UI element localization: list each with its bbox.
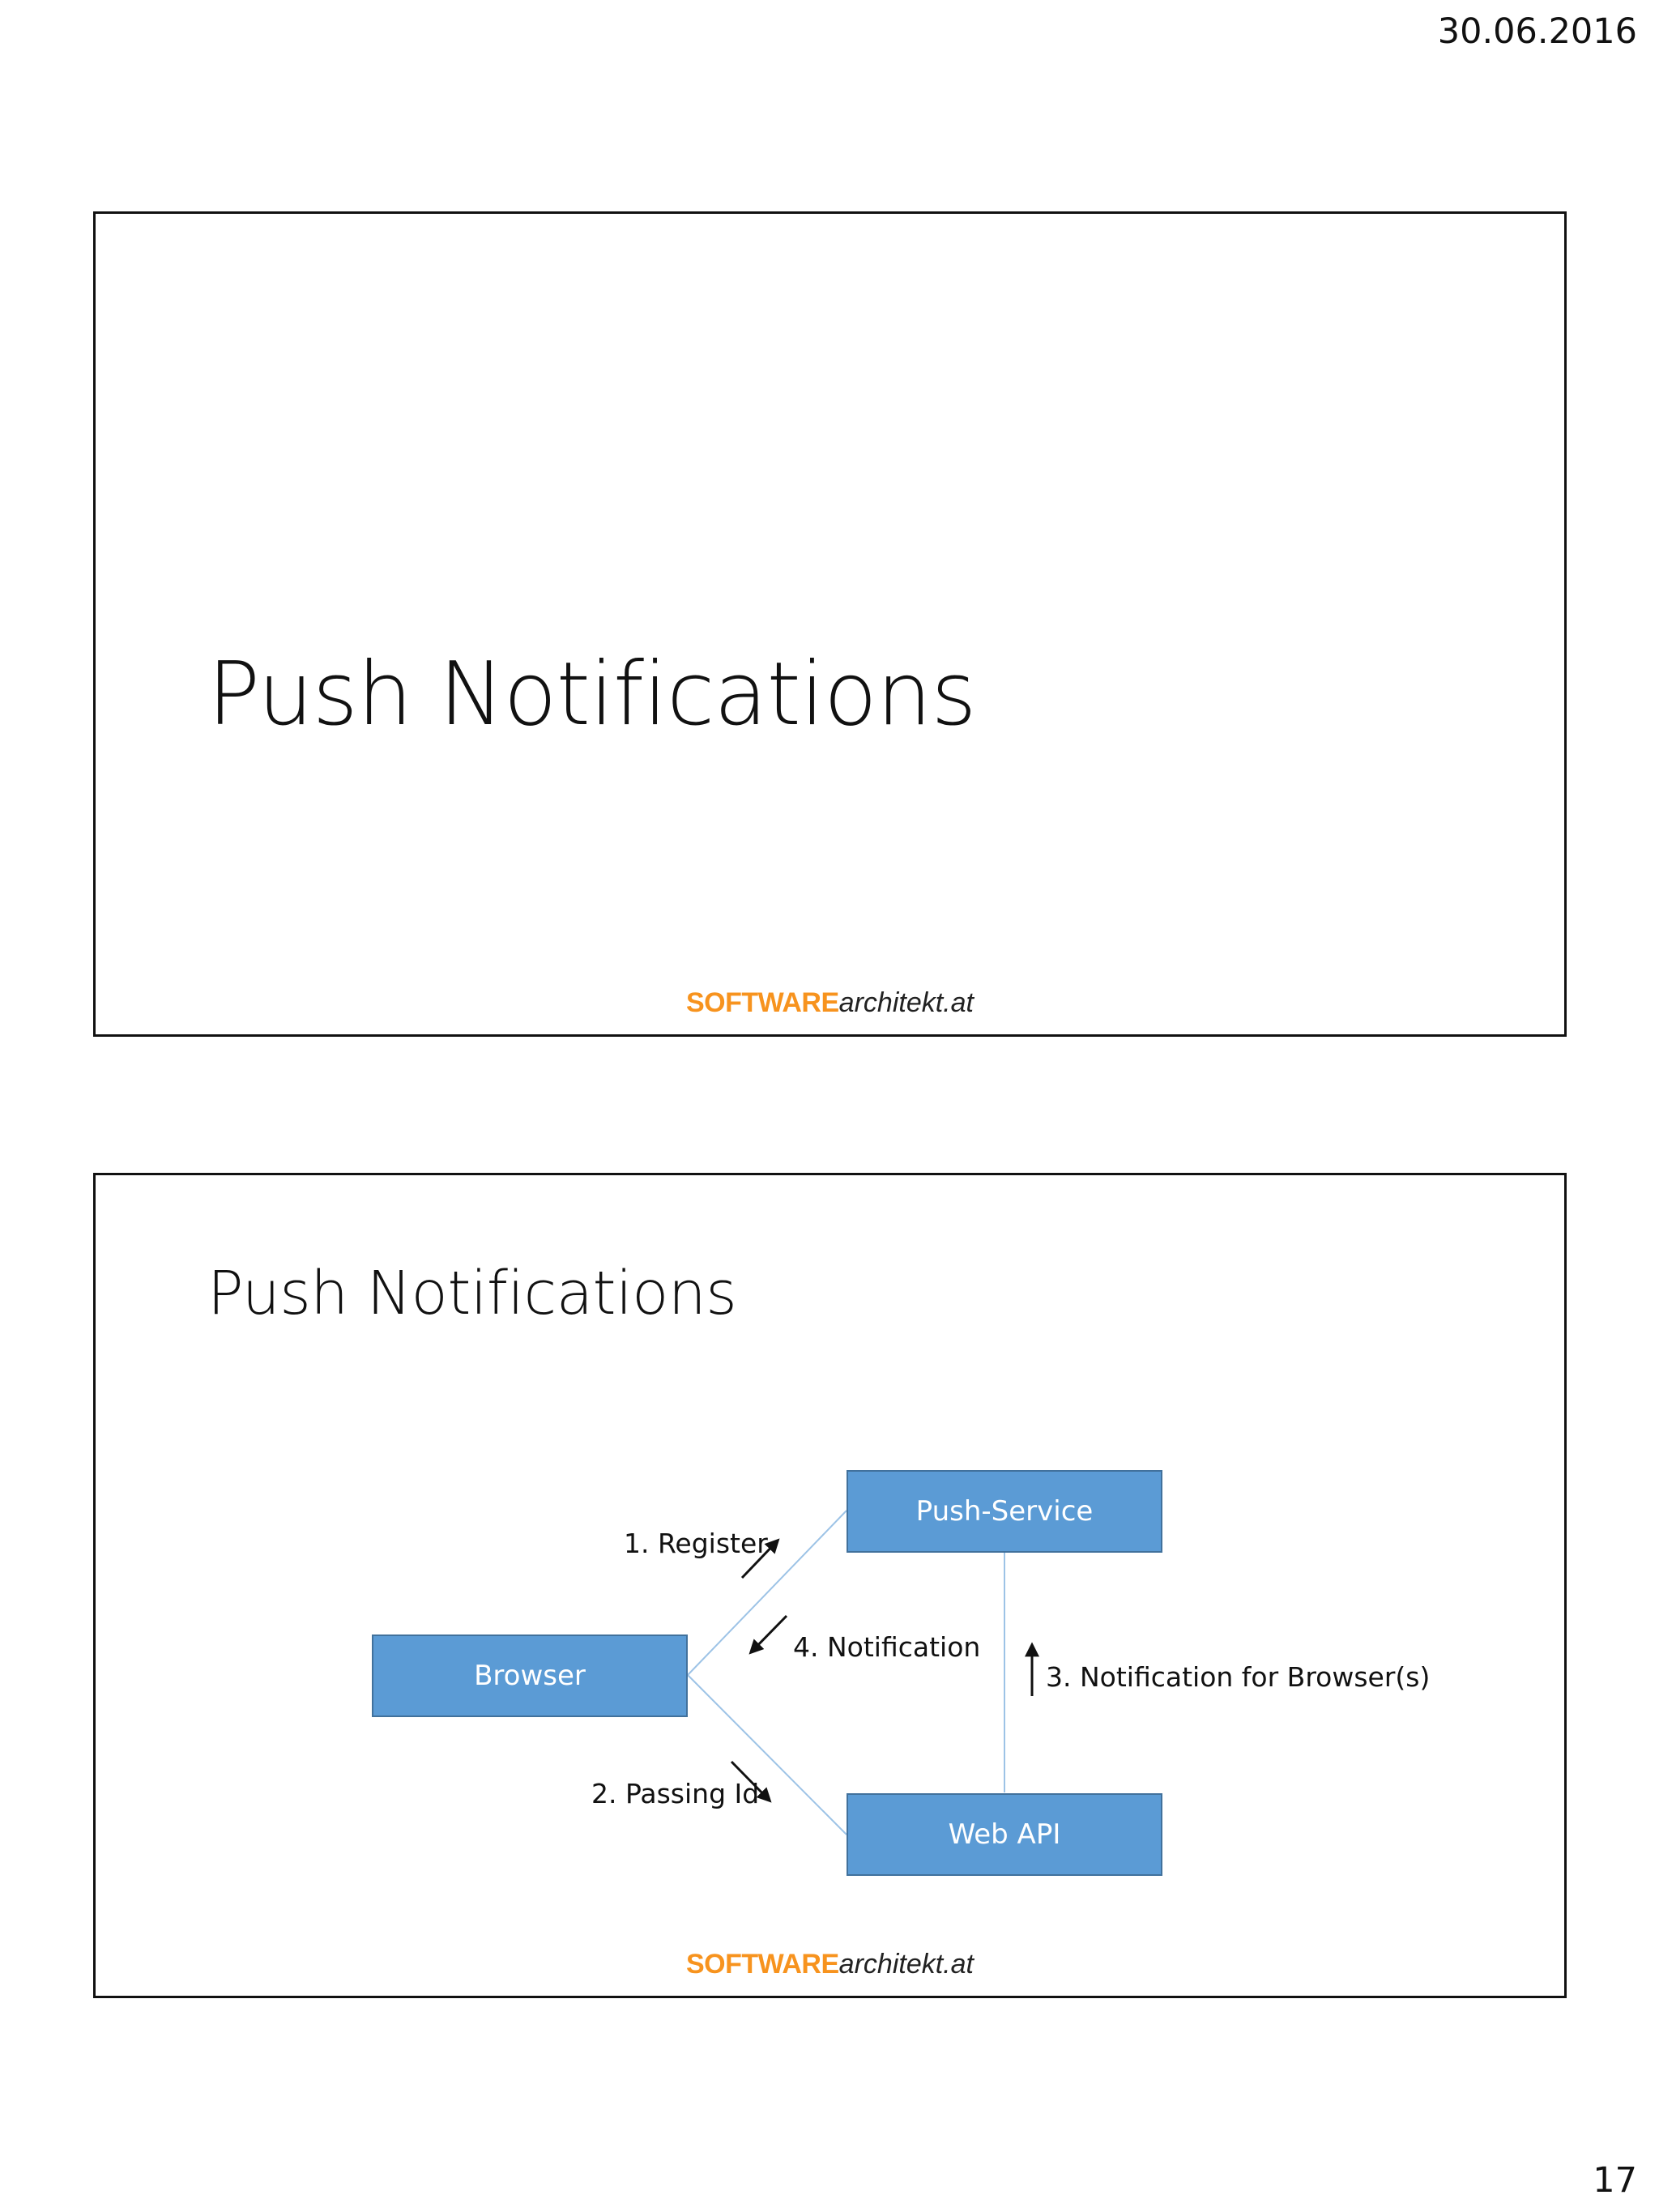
register-label: 1. Register (624, 1528, 768, 1559)
register-arrow (740, 1538, 780, 1579)
notification-for-browsers-label: 3. Notification for Browser(s) (1046, 1661, 1431, 1693)
brand-logo-italic: architekt.at (838, 987, 974, 1018)
page-date: 30.06.2016 (1437, 11, 1637, 52)
connector-browser-web-api (687, 1674, 847, 1835)
brand-logo-italic: architekt.at (838, 1949, 974, 1980)
diagram-connectors (687, 1510, 1039, 1835)
brand-logo: SOFTWAREarchitekt.at (96, 1950, 1564, 1978)
browser-node: Browser (372, 1634, 688, 1717)
brand-logo: SOFTWAREarchitekt.at (96, 989, 1564, 1016)
push-service-node: Push-Service (847, 1470, 1162, 1553)
notification-label: 4. Notification (793, 1631, 981, 1663)
brand-logo-bold: SOFTWARE (686, 1949, 839, 1980)
web-api-node: Web API (847, 1793, 1162, 1876)
page-number: 17 (1593, 2160, 1637, 2201)
notification-arrow (748, 1614, 788, 1655)
slide-diagram: Push Notifications Push-Service Browser … (93, 1173, 1567, 1998)
slide-title-card: Push Notifications SOFTWAREarchitekt.at (93, 211, 1567, 1037)
slide-title: Push Notifications (207, 1259, 737, 1328)
connector-browser-push-service (687, 1510, 847, 1676)
passing-id-label: 2. Passing Id (591, 1778, 760, 1809)
brand-logo-bold: SOFTWARE (686, 987, 839, 1018)
push-notification-diagram: Push-Service Browser Web API 1. Register… (96, 1175, 1564, 1996)
slide-title: Push Notifications (207, 644, 977, 745)
passing-id-arrow (730, 1760, 772, 1803)
